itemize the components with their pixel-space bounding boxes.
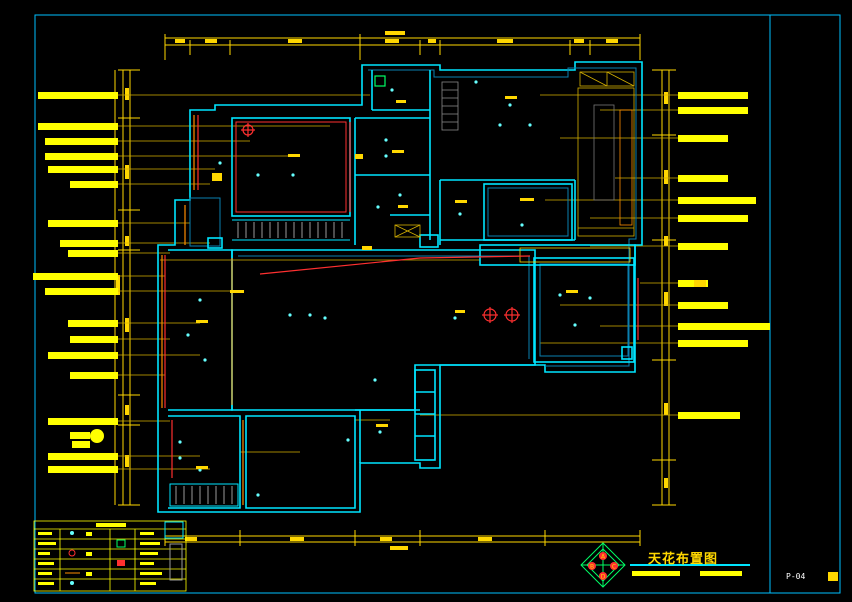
sheet-number: P-04 — [786, 572, 806, 581]
right-dimension — [652, 69, 676, 506]
compass-letter-b: B — [590, 564, 594, 571]
leader-lines — [118, 94, 678, 470]
bottom-dimension-values — [185, 537, 492, 550]
title-sub-block-left — [632, 571, 680, 576]
trim-lines — [161, 115, 639, 505]
floor-plan-walls — [157, 61, 643, 513]
cabinet-lines — [394, 71, 635, 238]
compass-letters: A B C D — [588, 552, 618, 581]
left-notes — [33, 92, 118, 473]
right-notes — [678, 92, 770, 419]
compass-letter-d: D — [601, 574, 606, 581]
compass-letter-a: A — [601, 554, 606, 561]
legend-table — [33, 520, 187, 592]
sheet-frame — [34, 14, 841, 594]
sheet-marker — [828, 572, 838, 581]
vent-symbol — [374, 75, 386, 87]
compass-letter-c: C — [612, 564, 616, 571]
legend-entries — [38, 523, 162, 585]
top-dimension — [164, 34, 641, 60]
wardrobe-hatch — [169, 219, 350, 507]
chandelier-symbols — [241, 123, 520, 323]
bottom-dimension — [164, 530, 641, 546]
title-sub-block-right — [700, 571, 742, 576]
drawing-title: 天花布置图 — [648, 552, 719, 567]
downlight-markers — [178, 80, 592, 497]
top-dimension-values — [175, 31, 618, 43]
left-dimension-values — [116, 88, 129, 467]
right-dimension-values — [664, 92, 668, 488]
legend-symbols — [65, 521, 184, 585]
room-tags — [196, 96, 706, 469]
